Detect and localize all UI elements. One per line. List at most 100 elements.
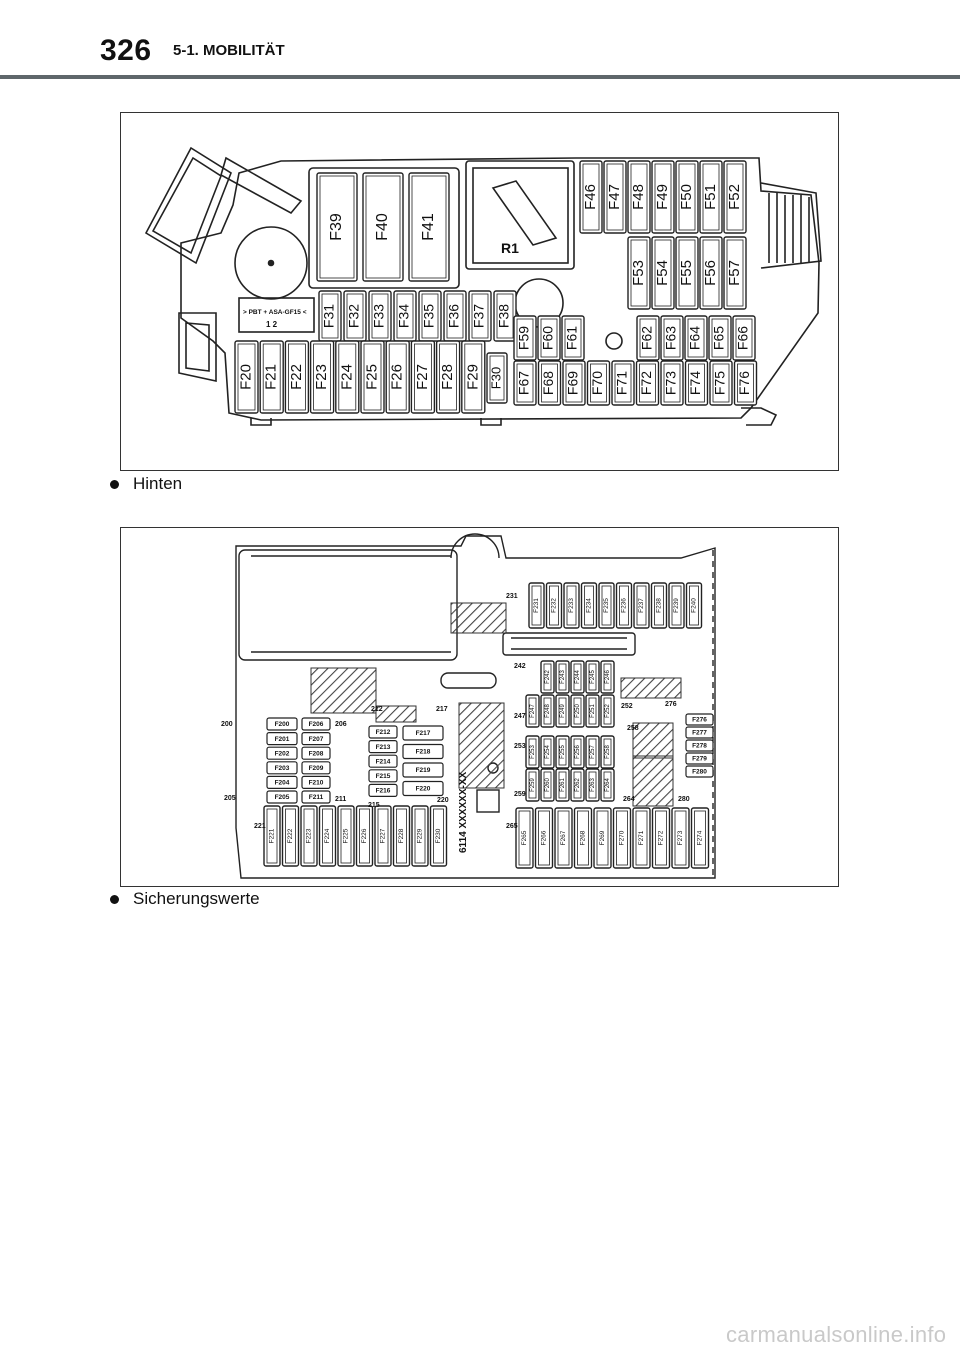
fuse-F257: F257 [585,735,600,769]
fuse-F46: F46 [579,160,603,234]
fuse-F202: F202 [266,746,298,760]
fuse-F231-label: F231 [533,598,540,613]
fuse-F23: F23 [309,340,335,414]
fuse-F237: F237 [633,582,650,629]
fuse-F262: F262 [570,768,585,802]
fuse-F243: F243 [555,660,570,694]
fuse-F254-label: F254 [545,745,551,759]
marker-259: 259 [514,791,526,798]
fuse-F261: F261 [555,768,570,802]
section-title: 5-1. MOBILITÄT [173,42,285,59]
fuse-F65: F65 [708,315,732,361]
fuse-F26: F26 [385,340,410,414]
fuse-F247-label: F247 [530,704,536,718]
fuse-F47: F47 [603,160,627,234]
fuse-F36: F36 [443,290,467,342]
fuse-F240-label: F240 [691,598,698,613]
fuse-F30-label: F30 [488,367,503,389]
fuse-F40-label: F40 [374,213,391,241]
fuse-F21-label: F21 [263,364,280,390]
fuse-F262-label: F262 [575,778,581,792]
fuse-F48: F48 [627,160,651,234]
relay-r1-label: R1 [501,240,519,256]
page-header: 326 5-1. MOBILITÄT [0,0,960,82]
fuse-F72-label: F72 [638,371,654,395]
fuse-F234: F234 [580,582,598,629]
marker-217: 217 [436,706,448,713]
fuse-F267: F267 [554,807,573,869]
caption-rear: Sicherungswerte [110,889,260,909]
bullet-icon [110,479,119,489]
fuse-F225-label: F225 [343,828,350,843]
fuse-F216: F216 [368,783,398,797]
fuse-F235-label: F235 [603,598,610,613]
fuse-F63-label: F63 [663,326,679,350]
fuse-F69: F69 [562,360,586,406]
fuse-F30: F30 [486,352,508,404]
fuse-F22: F22 [284,340,310,414]
fuse-F66-label: F66 [735,326,751,350]
caption-front: Hinten [110,474,182,494]
marker-253: 253 [514,743,526,750]
fuse-F272-label: F272 [658,830,665,845]
fuse-F264: F264 [600,768,615,802]
fuse-F236-label: F236 [621,598,628,613]
fuse-F263: F263 [585,768,600,802]
fuse-F233: F233 [563,582,580,629]
marker-264: 264 [623,796,635,803]
fuse-F271-label: F271 [638,830,645,845]
fuse-F209: F209 [301,761,331,775]
fuse-F224-label: F224 [324,828,331,843]
marker-280: 280 [678,796,690,803]
fuse-F37-label: F37 [471,304,487,328]
label-strip-code: 1 2 [266,320,278,329]
fuse-F256-label: F256 [575,745,581,759]
fuse-F273: F273 [671,807,690,869]
fuse-F39-label: F39 [328,213,345,241]
fuse-F255-label: F255 [560,745,566,759]
fuse-F229: F229 [411,805,429,867]
fuse-F31: F31 [318,290,342,342]
fuse-F52-label: F52 [726,184,743,210]
fuse-F259-label: F259 [530,778,536,792]
fuse-F227-label: F227 [380,828,387,843]
fuse-F207: F207 [301,732,331,746]
fuse-F51-label: F51 [702,184,719,210]
fuse-F249: F249 [555,694,570,728]
caption-rear-text: Sicherungswerte [133,889,260,908]
fuse-F57-label: F57 [726,260,743,286]
fuse-F232: F232 [545,582,563,629]
fuse-F59: F59 [513,315,537,361]
fuse-F249-label: F249 [560,704,566,718]
fuse-F218: F218 [402,743,444,760]
fuse-F24: F24 [335,340,360,414]
fuse-F29-label: F29 [464,364,481,390]
fuse-F215: F215 [368,769,398,783]
fuse-F50-label: F50 [678,184,695,210]
fuse-F203: F203 [266,761,298,775]
fuse-F219: F219 [402,762,444,778]
fuse-F55: F55 [675,236,699,310]
fuse-F38: F38 [493,290,517,342]
fuse-F70-label: F70 [589,371,605,395]
fuse-F33: F33 [368,290,392,342]
fuse-F63: F63 [660,315,684,361]
fuse-F69-label: F69 [565,371,581,395]
fuse-F235: F235 [598,582,615,629]
fuse-F62-label: F62 [639,326,655,350]
fuse-F33-label: F33 [371,304,387,328]
fuse-F54: F54 [651,236,675,310]
fuse-F248: F248 [540,694,555,728]
fuse-F216-label: F216 [376,788,391,795]
fuse-F274: F274 [690,807,710,869]
fuse-F53-label: F53 [630,260,647,286]
fuse-F200-label: F200 [275,721,290,728]
fuse-F230: F230 [429,805,448,867]
fuse-F205-label: F205 [275,794,290,801]
fuse-F64-label: F64 [687,326,703,350]
fuse-F257-label: F257 [590,745,596,759]
fuse-F210-label: F210 [309,780,324,787]
label-strip-material: > PBT + ASA-GF15 < [243,309,307,316]
